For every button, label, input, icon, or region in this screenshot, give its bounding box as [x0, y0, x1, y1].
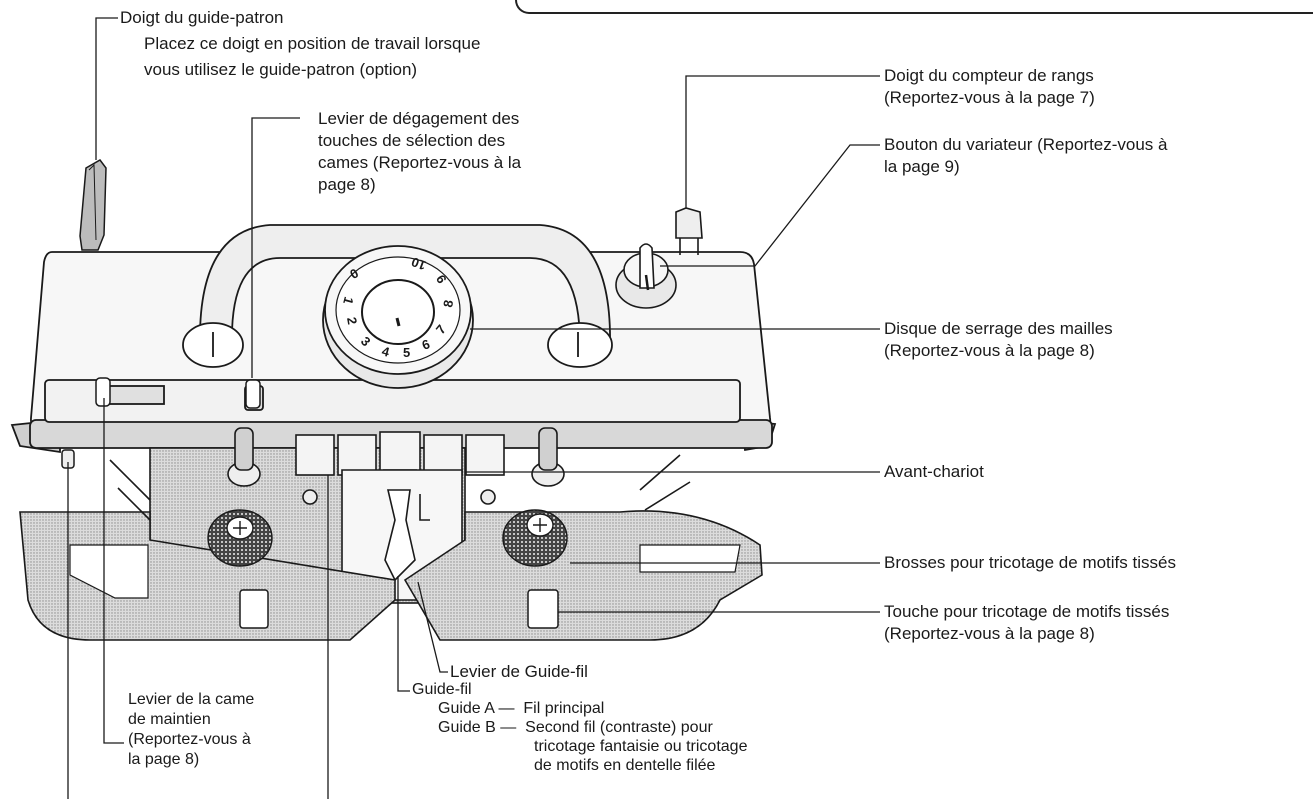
yarn-guide-a-text: Fil principal	[523, 700, 605, 717]
yarn-guide-b-text3: de motifs en dentelle filée	[534, 757, 716, 774]
leader-row-counter	[685, 75, 880, 208]
leader-pattern-guide	[95, 17, 118, 160]
release-lever-label: Levier de dégagement des touches de séle…	[318, 108, 521, 196]
weaving-key-line2: (Reportez-vous à la page 8)	[884, 624, 1095, 643]
release-lever-line4: page 8)	[318, 175, 376, 194]
leader-yarn-guide	[397, 576, 410, 692]
yarn-guide-b-text2: tricotage fantaisie ou tricotage	[534, 738, 748, 755]
variator-line1: Bouton du variateur (Reportez-vous à	[884, 135, 1168, 154]
page-frame-corner	[515, 0, 1313, 14]
weaving-key-right	[527, 589, 559, 629]
weaving-key-label: Touche pour tricotage de motifs tissés (…	[884, 601, 1169, 645]
weaving-key-left	[239, 589, 269, 629]
tension-dial-label: Disque de serrage des mailles (Reportez-…	[884, 318, 1113, 362]
leader-lines	[67, 17, 880, 799]
row-counter-finger	[675, 207, 703, 255]
yarn-guide-b-text1: Second fil (contraste) pour	[525, 719, 713, 736]
tension-dial-line1: Disque de serrage des mailles	[884, 319, 1113, 338]
leader-variator	[660, 144, 880, 267]
row-counter-line2: (Reportez-vous à la page 7)	[884, 88, 1095, 107]
pattern-guide-label: Doigt du guide-patron Placez ce doigt en…	[120, 7, 480, 81]
dial-number: 10	[409, 254, 428, 273]
cam-release-lever	[245, 379, 261, 409]
release-lever-line1: Levier de dégagement des	[318, 109, 520, 128]
brush-plate-left	[19, 459, 396, 641]
holding-cam-label: Levier de la came de maintien (Reportez-…	[128, 690, 254, 770]
pattern-guide-line2: vous utilisez le guide-patron (option)	[144, 60, 418, 79]
holding-cam-line1: Levier de la came	[128, 691, 255, 708]
yarn-guide-b-key: Guide B —	[438, 719, 517, 736]
pattern-guide-line1: Placez ce doigt en position de travail l…	[144, 34, 481, 53]
release-lever-line3: cames (Reportez-vous à la	[318, 153, 522, 172]
yarn-guide-lever-label: Levier de Guide-fil	[450, 662, 588, 681]
front-carriage-label: Avant-chariot	[884, 462, 984, 481]
weaving-brush-right	[502, 509, 568, 567]
leader-holding-cam	[103, 398, 124, 744]
tension-dial-line2: (Reportez-vous à la page 8)	[884, 341, 1095, 360]
dial-number: 5	[403, 345, 410, 360]
dial-number: 8	[440, 299, 456, 309]
pattern-guide-finger	[79, 159, 107, 251]
row-counter-line1: Doigt du compteur de rangs	[884, 66, 1094, 85]
yarn-guide-b: Guide B — Second fil (contraste) pour	[412, 718, 747, 737]
holding-cam-line2: de maintien	[128, 711, 211, 728]
holding-cam-line4: la page 8)	[128, 751, 200, 768]
variator-line2: la page 9)	[884, 157, 960, 176]
carriage-handle	[182, 224, 613, 368]
dial-number: 4	[380, 343, 392, 360]
holding-cam-line3: (Reportez-vous à	[128, 731, 251, 748]
stitch-tension-dial: 0 1 2 3 4 5 6 7 8 9 10	[322, 245, 474, 389]
yarn-guide-a-key: Guide A —	[438, 700, 515, 717]
row-counter-label: Doigt du compteur de rangs (Reportez-vou…	[884, 65, 1095, 109]
weaving-brush-left	[207, 509, 273, 567]
pattern-guide-title: Doigt du guide-patron	[120, 8, 284, 27]
dial-number: 1	[340, 295, 356, 306]
leader-release-lever	[251, 117, 300, 378]
holding-cam-lever	[95, 377, 111, 407]
weaving-key-line1: Touche pour tricotage de motifs tissés	[884, 602, 1170, 621]
brush-plate-right	[403, 454, 763, 641]
leader-yarn-guide-lever	[417, 581, 448, 673]
yarn-guide-a: Guide A — Fil principal	[412, 699, 747, 718]
release-lever-line2: touches de sélection des	[318, 131, 506, 150]
yarn-guide-title: Guide-fil	[412, 681, 472, 698]
variator-knob	[615, 243, 677, 309]
dial-number: 6	[420, 336, 432, 353]
variator-label: Bouton du variateur (Reportez-vous à la …	[884, 134, 1168, 178]
brushes-label: Brosses pour tricotage de motifs tissés	[884, 553, 1176, 572]
yarn-guide-label: Guide-fil Guide A — Fil principal Guide …	[412, 680, 747, 775]
dial-number: 2	[344, 316, 360, 326]
